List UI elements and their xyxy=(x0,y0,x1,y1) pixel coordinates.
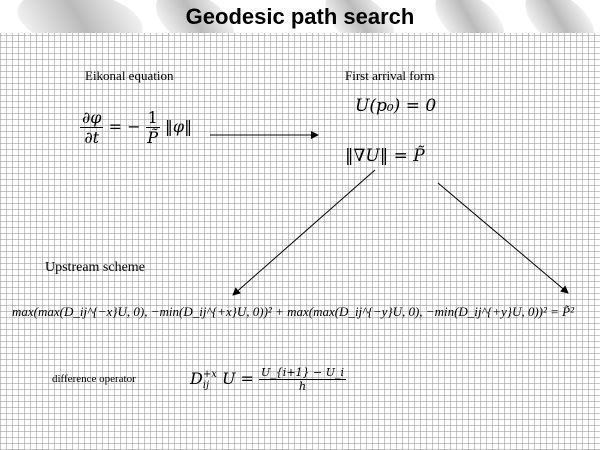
upstream-label: Upstream scheme xyxy=(45,260,145,275)
eikonal-lhs-num: ∂φ xyxy=(80,108,104,128)
difference-label: difference operator xyxy=(52,373,136,385)
first-arrival-eq1: U(p₀) = 0 xyxy=(355,96,437,116)
difference-sub: ij xyxy=(202,379,210,391)
difference-lhs-tail: U = xyxy=(221,369,254,388)
eikonal-label: Eikonal equation xyxy=(85,68,174,83)
eikonal-equals: = − xyxy=(108,117,141,136)
title-banner: Geodesic path search xyxy=(0,0,600,33)
eikonal-rhs-tail: ‖φ‖ xyxy=(164,117,193,136)
difference-den: h xyxy=(298,380,307,393)
slide-title: Geodesic path search xyxy=(185,4,415,29)
eikonal-lhs-den: ∂t xyxy=(84,128,100,147)
first-arrival-eq2: ‖∇U‖ = P̃ xyxy=(345,146,425,166)
upstream-equation: max(max(D_ij^{−x}U, 0), −min(D_ij^{+x}U,… xyxy=(12,304,575,319)
first-arrival-label: First arrival form xyxy=(345,68,435,83)
arrow-to-upstream-left xyxy=(232,169,376,296)
arrow-to-upstream-right xyxy=(437,182,569,294)
difference-num: U_{i+1} − U_i xyxy=(259,366,347,380)
eikonal-rhs-den: P̃ xyxy=(147,128,159,147)
difference-sup: +x xyxy=(202,368,217,380)
difference-lhs: D xyxy=(190,369,203,388)
eikonal-rhs-num: 1 xyxy=(145,108,160,128)
